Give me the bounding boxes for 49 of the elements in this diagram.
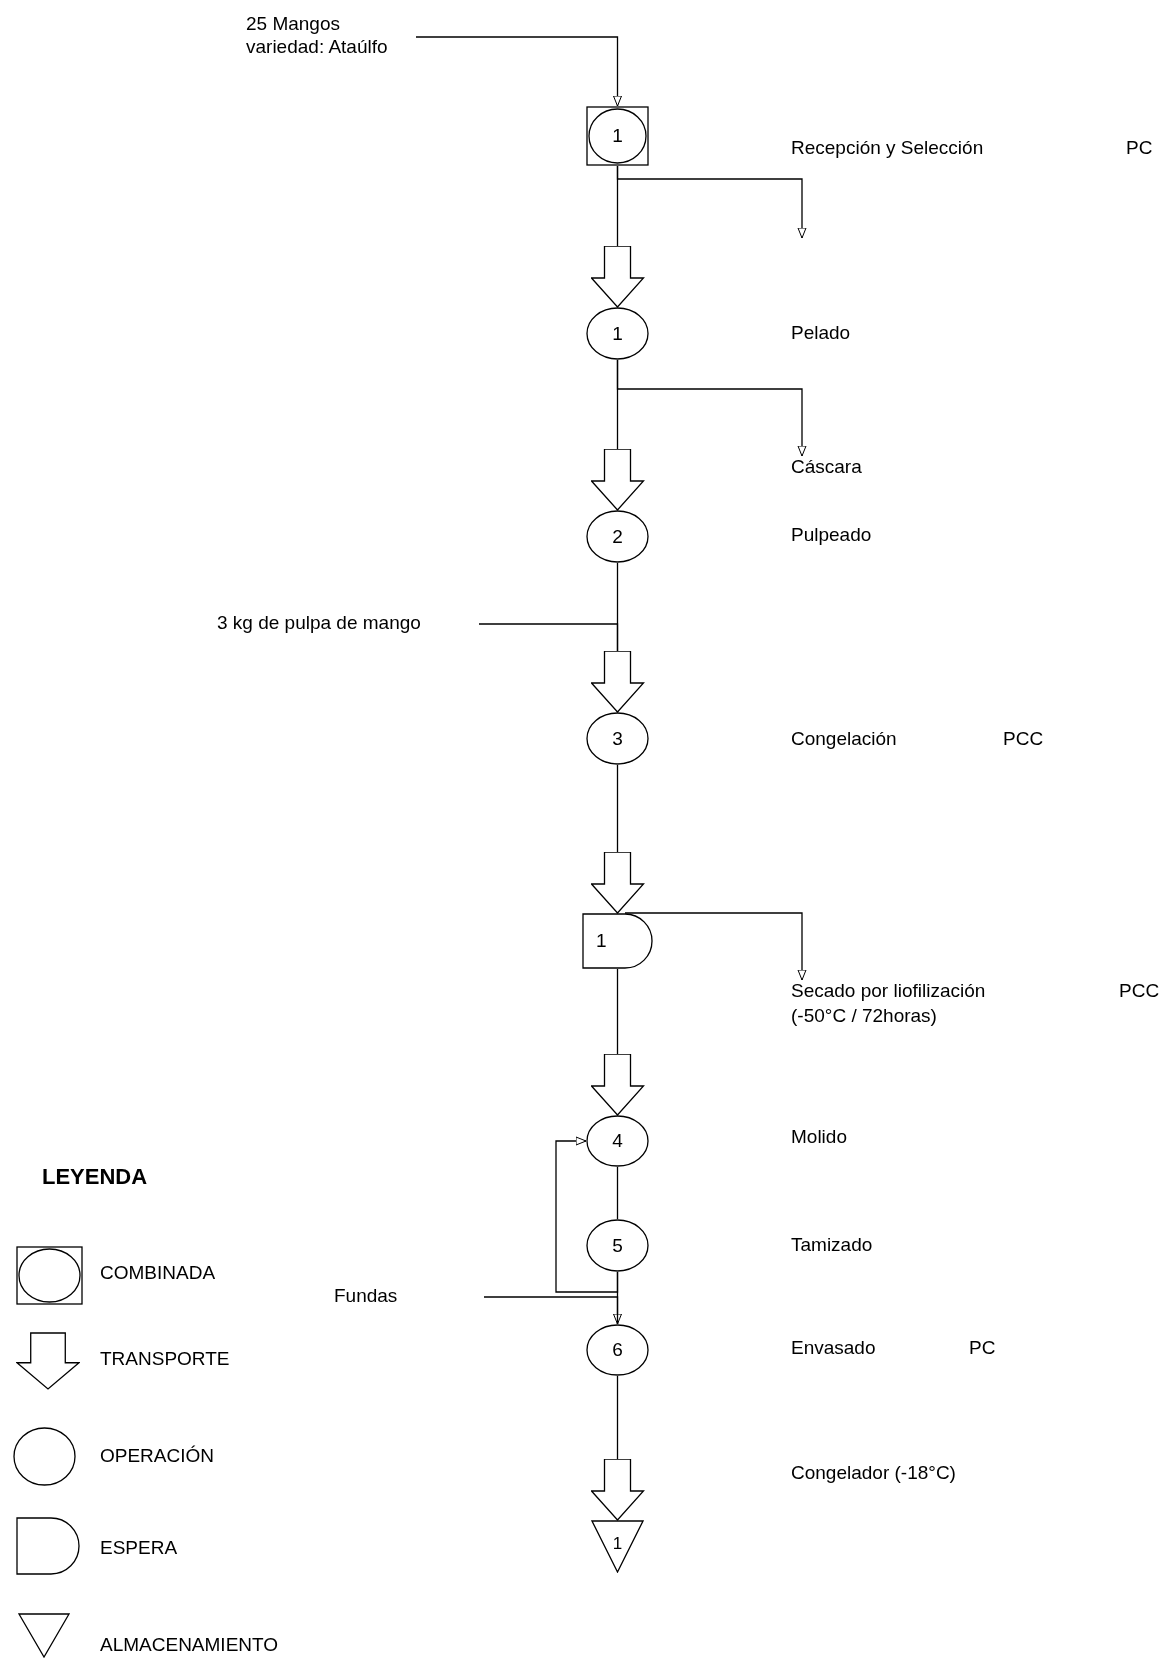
storage-triangle (591, 1520, 644, 1573)
input-label: Fundas (334, 1285, 484, 1309)
combined-symbol (586, 106, 649, 166)
step-number: 1 (612, 322, 623, 345)
operation-circle (586, 1219, 649, 1272)
step-number: 5 (612, 1234, 623, 1257)
step-label: Congelación (791, 728, 897, 751)
arrow (415, 36, 622, 107)
step-number: 4 (612, 1129, 623, 1153)
step-number: 1 (612, 124, 623, 148)
operation-circle (586, 307, 649, 360)
step-number: 1 (612, 1534, 623, 1555)
operation-circle (586, 712, 649, 765)
connector-line (616, 1166, 619, 1220)
legend-label: TRANSPORTE (100, 1348, 230, 1371)
arrow (616, 165, 807, 239)
step-label: PCC (1003, 728, 1044, 751)
step-number: 1 (596, 929, 607, 953)
delay-symbol (582, 913, 653, 969)
legend-label: ESPERA (100, 1537, 178, 1560)
input-label: 3 kg de pulpa de mango (217, 612, 479, 636)
legend-label: COMBINADA (100, 1262, 216, 1285)
step-label: PC (969, 1337, 996, 1360)
input-label: Secado por liofilización (791, 980, 1031, 1004)
step-label: Congelador (-18°C) (791, 1462, 956, 1485)
step-number: 2 (612, 525, 623, 548)
step-label: Pelado (791, 322, 851, 345)
legend-heading: LEYENDA (42, 1164, 148, 1191)
step-number: 3 (612, 727, 623, 750)
step-label: Recepción y Selección (791, 137, 984, 160)
step-label: Tamizado (791, 1234, 873, 1257)
arrow (555, 1136, 619, 1293)
step-label: Pulpeado (791, 524, 872, 547)
legend-label: ALMACENAMIENTO (100, 1634, 279, 1657)
step-label: Envasado (791, 1337, 876, 1360)
operation-circle (586, 1324, 649, 1376)
arrow (483, 1296, 622, 1325)
connector-line (616, 1271, 619, 1325)
step-label: PCC (1119, 980, 1160, 1003)
operation-circle (586, 510, 649, 563)
step-number: 6 (612, 1338, 623, 1362)
input-label: Cáscara (791, 456, 871, 480)
input-label: 25 Mangos variedad: Ataúlfo (246, 13, 416, 61)
step-label: (-50°C / 72horas) (791, 1005, 937, 1028)
operation-circle (586, 1115, 649, 1167)
arrow (624, 912, 807, 981)
step-label: PC (1126, 137, 1153, 160)
legend-label: OPERACIÓN (100, 1445, 215, 1468)
step-label: Molido (791, 1126, 847, 1149)
